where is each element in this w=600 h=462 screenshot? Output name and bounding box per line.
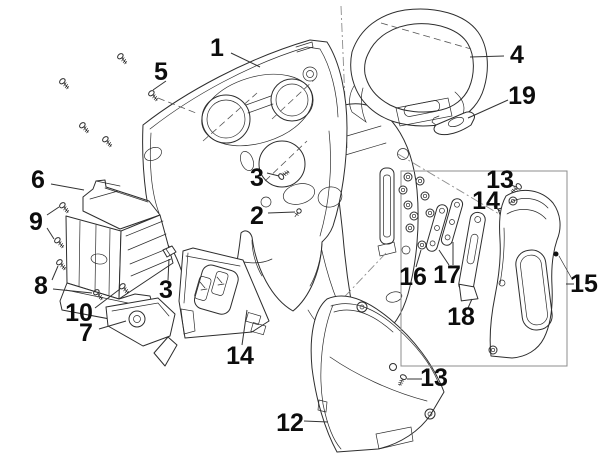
part-7-bracket	[105, 297, 178, 367]
leader-line-13	[508, 183, 517, 188]
callout-13: 13	[486, 166, 514, 194]
callout-12: 12	[276, 409, 304, 437]
leader-line-3	[266, 172, 280, 177]
leader-dot-15	[553, 251, 559, 257]
callout-15: 15	[570, 270, 598, 298]
leader-line-19	[467, 99, 509, 119]
part-4-gauge-pod	[349, 8, 488, 127]
screw-8a	[55, 258, 69, 272]
part-17-link-plates	[425, 198, 464, 252]
leader-line-17	[438, 249, 450, 266]
callout-14: 14	[226, 342, 254, 370]
leader-line-16	[415, 249, 422, 268]
leader-line-7	[98, 320, 127, 330]
leader-line-12	[303, 420, 329, 423]
callout-4: 4	[510, 41, 524, 69]
callout-5: 5	[154, 58, 168, 86]
callout-1: 1	[210, 34, 224, 62]
part-18-bracket	[458, 211, 486, 302]
callout-19: 19	[508, 82, 536, 110]
rear-inner-panel	[307, 103, 419, 347]
leader-line-6	[50, 183, 85, 191]
part-15-side-cover	[488, 189, 573, 359]
leader-line-5	[152, 80, 167, 91]
callout-7: 7	[79, 319, 93, 347]
align-line-door	[330, 252, 387, 312]
washer-13	[389, 363, 397, 371]
leader-line-14	[241, 309, 248, 346]
leader-line-10	[94, 288, 121, 309]
leader-line-4	[469, 55, 505, 58]
leader-line-18	[467, 298, 473, 309]
part-5-screws	[58, 52, 197, 149]
part-12-glovebox-door	[310, 295, 445, 453]
callout-6: 6	[31, 166, 45, 194]
screw-9a	[58, 201, 72, 215]
callout-2: 2	[250, 202, 264, 230]
callout-13: 13	[420, 364, 448, 392]
leader-line-8	[51, 265, 59, 281]
callout-14: 14	[472, 187, 500, 215]
leader-line-8	[52, 288, 93, 294]
callout-18: 18	[447, 303, 475, 331]
callout-3: 3	[159, 276, 173, 304]
screw-9b	[53, 236, 67, 250]
callout-3: 3	[250, 164, 264, 192]
centerline	[340, 5, 348, 149]
leader-line-3	[167, 258, 170, 281]
leader-line-9	[46, 206, 60, 216]
callout-8: 8	[34, 272, 48, 300]
inset-detail-box	[397, 153, 573, 367]
part-6-storage-box	[59, 179, 174, 324]
callout-16: 16	[399, 263, 427, 291]
rivet-2	[294, 208, 302, 218]
part-19-trim-strip	[431, 111, 475, 136]
callout-17: 17	[433, 261, 461, 289]
callout-9: 9	[29, 208, 43, 236]
callout-10: 10	[65, 299, 93, 327]
leader-line-1	[230, 52, 261, 68]
leader-line-9	[46, 227, 55, 240]
inset-border	[400, 170, 568, 367]
leader-line-14	[493, 205, 501, 212]
leader-line-2	[267, 211, 296, 214]
